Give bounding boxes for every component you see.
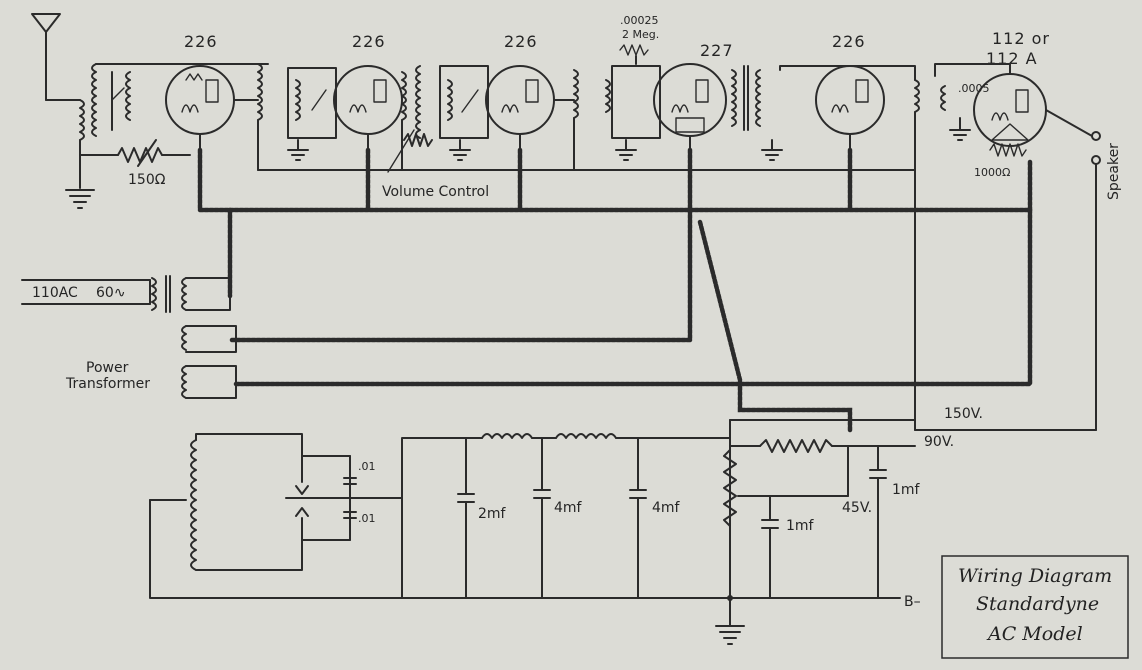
tube-6-label-a: 112 or — [992, 29, 1050, 48]
volume-control — [387, 129, 433, 173]
power-transformer-label-1: Power — [86, 360, 129, 376]
power-transformer — [151, 275, 237, 399]
title-line-3: AC Model — [986, 623, 1083, 645]
antenna-coil — [79, 63, 97, 189]
b-minus-label: B– — [904, 594, 921, 610]
ground-icon — [287, 139, 309, 161]
capacitor-1mf-b — [869, 445, 887, 599]
ground-icon — [949, 117, 971, 141]
hv-transformer — [149, 433, 901, 599]
antenna-icon — [31, 13, 81, 101]
title-line-1: Wiring Diagram — [958, 565, 1112, 587]
tube-1 — [165, 65, 259, 151]
resistor-150-label: 150Ω — [128, 172, 166, 188]
cap-2mf-label: 2mf — [478, 506, 507, 522]
title-box: Wiring Diagram Standardyne AC Model — [941, 555, 1129, 659]
capacitor-2mf — [457, 437, 475, 599]
tube-2-label: 226 — [352, 32, 386, 51]
tube-5-label: 226 — [832, 32, 866, 51]
capacitor-1mf-a — [761, 495, 779, 599]
choke-2 — [555, 433, 617, 439]
ac-input — [21, 279, 151, 305]
cap-4mf-b-label: 4mf — [652, 500, 681, 516]
capacitor-4mf-a — [533, 437, 551, 599]
frequency-label: 60∿ — [96, 285, 126, 301]
speaker-label: Speaker — [1106, 143, 1122, 200]
tube-5 — [815, 65, 885, 151]
tube-3 — [485, 65, 555, 151]
capacitor-4mf-b — [629, 437, 647, 599]
ac-input-label: 110AC — [32, 285, 78, 301]
voltage-divider — [723, 419, 916, 599]
bypass-cap-label: .0005 — [958, 82, 990, 95]
speaker-icon — [1045, 109, 1101, 431]
ground-icon — [761, 139, 783, 161]
v150-label: 150V. — [944, 406, 983, 422]
tube-2 — [333, 65, 403, 151]
grid-cap-label: .00025 — [620, 14, 659, 27]
resistor-150 — [79, 139, 191, 167]
tube-3-label: 226 — [504, 32, 538, 51]
ground-icon — [449, 139, 471, 161]
resistor-1000-label: 1000Ω — [974, 166, 1010, 179]
tube-4-label: 227 — [700, 41, 734, 60]
ground-icon — [715, 597, 745, 645]
cap-1mf-b-label: 1mf — [892, 482, 921, 498]
cap-01-a-label: .01 — [358, 460, 376, 473]
title-line-2: Standardyne — [976, 593, 1099, 615]
grid-res-label: 2 Meg. — [622, 28, 659, 41]
rectifier — [285, 455, 403, 541]
cap-01-b-label: .01 — [358, 512, 376, 525]
cap-4mf-a-label: 4mf — [554, 500, 583, 516]
choke-1 — [481, 433, 533, 439]
tube-6-label-b: 112 A — [986, 49, 1038, 68]
ground-icon — [65, 189, 95, 209]
tube-1-label: 226 — [184, 32, 218, 51]
volume-control-label: Volume Control — [382, 184, 489, 200]
ground-icon — [615, 139, 637, 161]
v45-label: 45V. — [842, 500, 872, 516]
cap-1mf-a-label: 1mf — [786, 518, 815, 534]
power-transformer-label-2: Transformer — [65, 376, 150, 392]
v90-label: 90V. — [924, 434, 954, 450]
